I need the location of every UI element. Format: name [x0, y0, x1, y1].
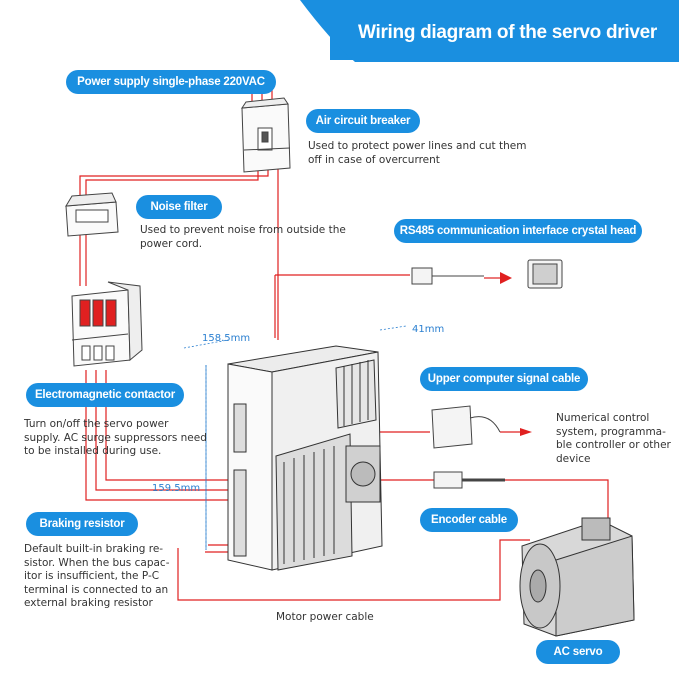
noise-filter-label: Noise filter — [136, 195, 222, 219]
upper-computer-description: Numerical control system, programma- ble… — [556, 412, 671, 466]
servo-driver-device — [227, 345, 383, 571]
noise-filter-device — [65, 192, 119, 237]
width-dimension: 158.5mm — [202, 333, 251, 344]
desc-line: supply. AC surge suppressors need — [24, 431, 207, 444]
air-breaker-description: Used to protect power lines and cut them… — [308, 140, 526, 167]
desc-line: system, programma- — [556, 425, 666, 438]
desc-line: power cord. — [140, 237, 203, 250]
contactor-description: Turn on/off the servo power supply. AC s… — [24, 418, 207, 459]
page-title: Wiring diagram of the servo driver — [358, 22, 657, 43]
desc-line: Turn on/off the servo power — [24, 418, 169, 430]
upper-connector-device — [431, 405, 501, 449]
air-breaker-device — [241, 97, 291, 173]
encoder-label: Encoder cable — [420, 508, 518, 532]
desc-line: ble controller or other — [556, 439, 671, 451]
desc-line: itor is insufficient, the P-C — [24, 570, 160, 582]
air-breaker-label: Air circuit breaker — [306, 109, 420, 133]
encoder-connector-device — [433, 471, 505, 489]
desc-line: terminal is connected to an — [24, 583, 169, 596]
desc-line: to be installed during use. — [24, 445, 162, 457]
desc-line: external braking resistor — [24, 597, 153, 609]
desc-line: Default built-in braking re- — [24, 543, 164, 555]
desc-line: Numerical control — [556, 412, 650, 424]
desc-line: sistor. When the bus capac- — [24, 556, 170, 569]
rs485-devices — [411, 259, 563, 289]
desc-line: off in case of overcurrent — [308, 153, 440, 166]
desc-line: device — [556, 452, 591, 465]
depth-dimension: 41mm — [412, 324, 445, 335]
power-wires — [79, 90, 530, 601]
noise-filter-description: Used to prevent noise from outside the p… — [140, 224, 346, 251]
braking-resistor-description: Default built-in braking re- sistor. Whe… — [24, 543, 169, 611]
contactor-device — [71, 281, 143, 367]
desc-line: Used to prevent noise from outside the — [140, 224, 346, 236]
ac-servo-label: AC servo — [536, 640, 620, 664]
contactor-label: Electromagnetic contactor — [26, 383, 184, 407]
power-supply-label: Power supply single-phase 220VAC — [66, 70, 276, 94]
rs485-label: RS485 communication interface crystal he… — [394, 219, 642, 243]
upper-computer-label: Upper computer signal cable — [420, 367, 588, 391]
ac-servo-motor — [519, 517, 635, 637]
motor-cable-label: Motor power cable — [276, 611, 374, 623]
braking-resistor-label: Braking resistor — [26, 512, 138, 536]
height-dimension: 159.5mm — [152, 483, 201, 494]
desc-line: Used to protect power lines and cut them — [308, 140, 527, 152]
